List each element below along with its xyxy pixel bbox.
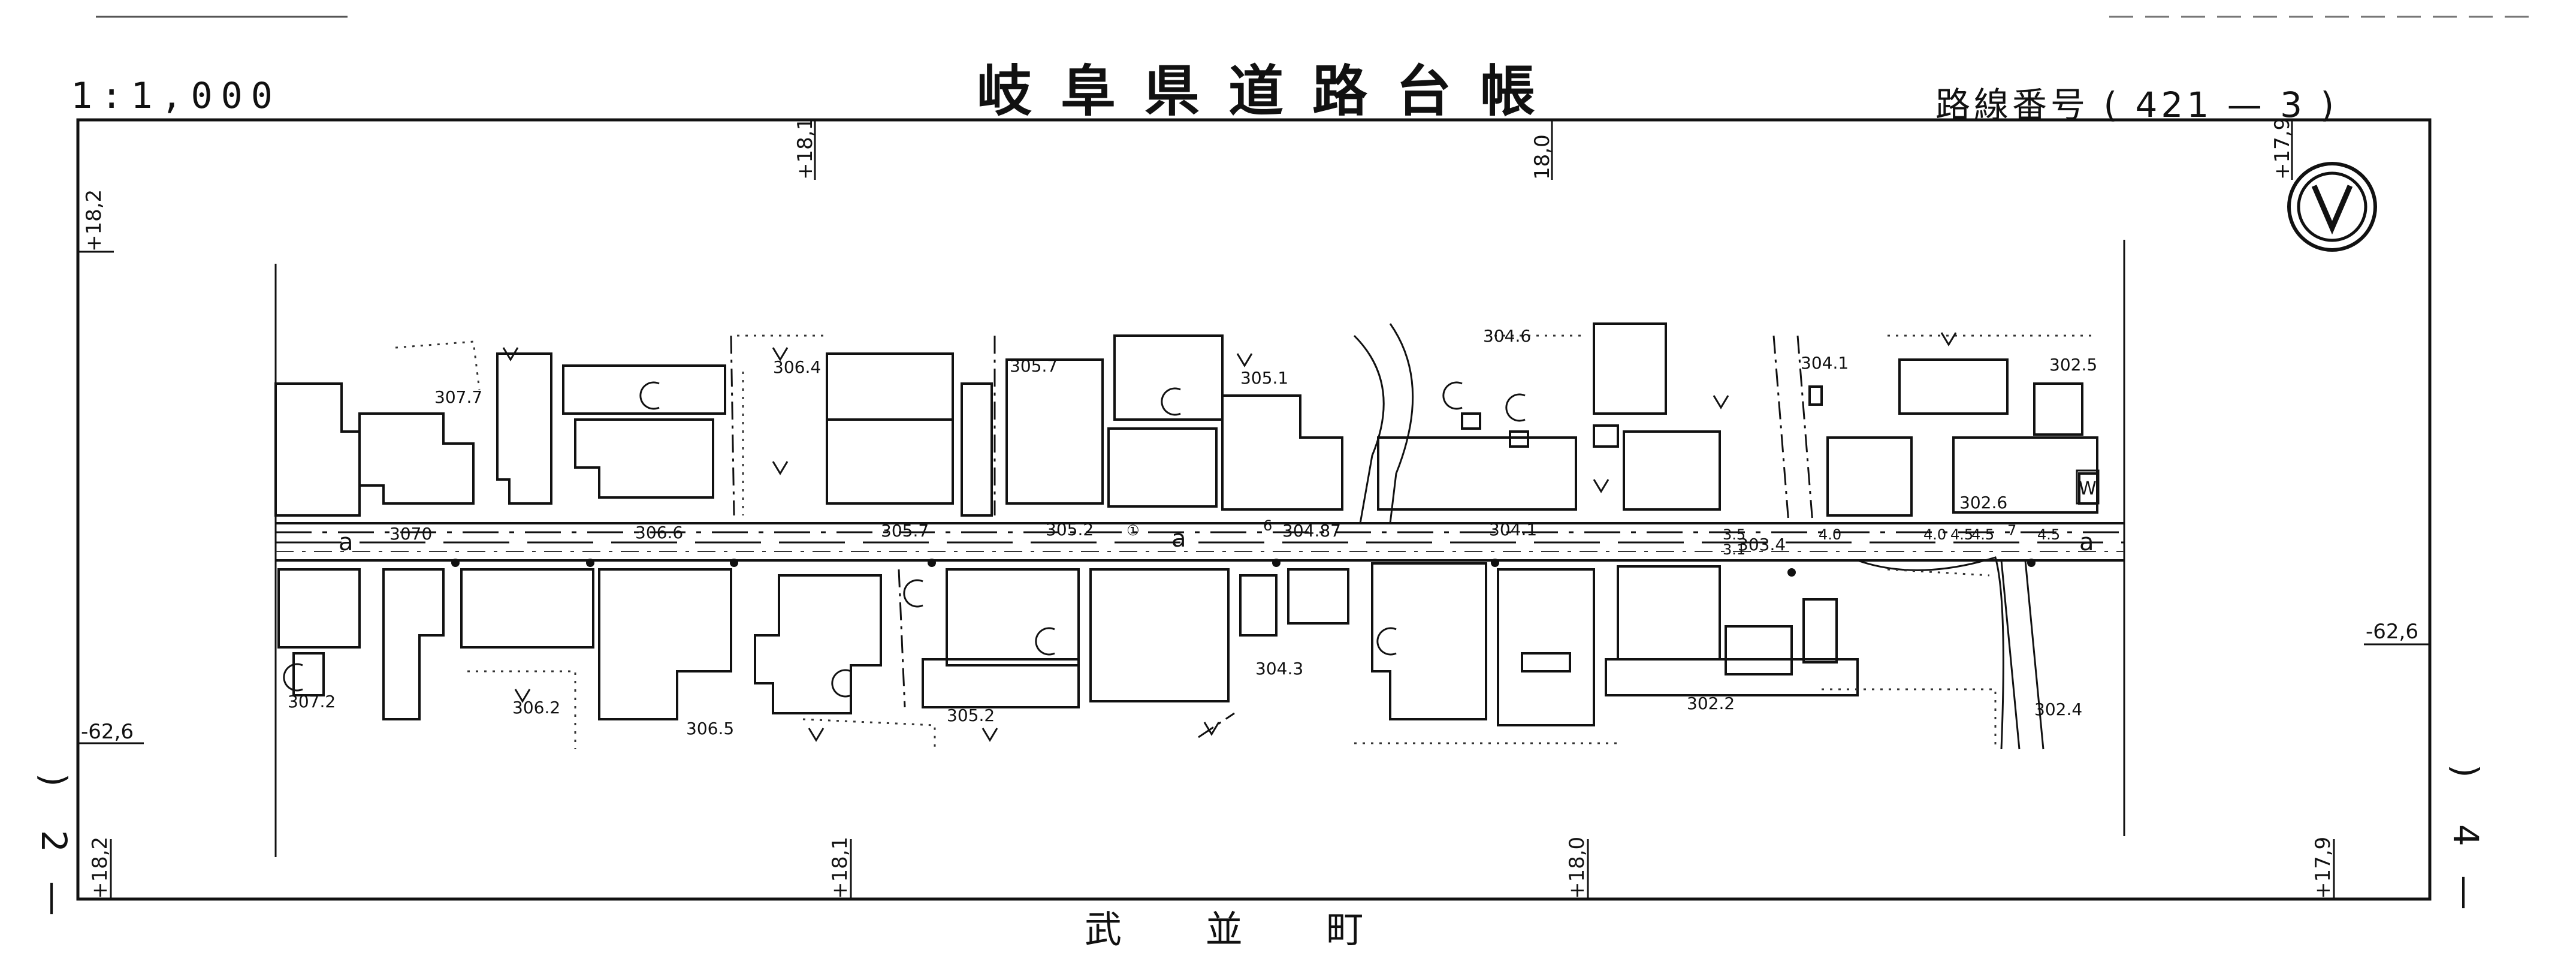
sheet-ref-right-num: 4 bbox=[2445, 824, 2486, 846]
map-frame bbox=[76, 118, 2432, 901]
elevation-label: 3070 bbox=[389, 524, 432, 544]
elevation-label: 304.87 bbox=[1282, 521, 1341, 541]
junction-road bbox=[1857, 556, 2004, 750]
elevation-label: 303.4 bbox=[1738, 535, 1786, 554]
elevation-label: 305.7 bbox=[1010, 356, 1058, 376]
grid-label-bottom: +18,0 bbox=[1565, 837, 1589, 899]
grid-label-bottom: +18,1 bbox=[828, 837, 852, 899]
water-facility: W bbox=[2076, 469, 2100, 505]
town-name: 武 並 町 bbox=[1085, 907, 1400, 951]
grid-label-top: 18,0 bbox=[1530, 134, 1554, 180]
buildings-north bbox=[274, 322, 2098, 517]
road-number: 4.0 bbox=[1819, 526, 1841, 543]
grid-label-bottom: +17,9 bbox=[2311, 837, 2335, 899]
grid-label-left-mid: -62,6 bbox=[81, 720, 134, 744]
elevation-label: 302.6 bbox=[1959, 493, 2007, 512]
road-mark: a bbox=[339, 529, 354, 556]
elevation-label: 305.1 bbox=[1240, 368, 1288, 388]
sheet-ref-right-dash: — bbox=[2445, 875, 2486, 910]
grid-label-left: +18,2 bbox=[82, 189, 106, 252]
route-close: ) bbox=[2320, 85, 2338, 125]
elevation-label: 305.2 bbox=[1046, 520, 1094, 539]
road-mark: a bbox=[1171, 525, 1186, 553]
elevations-road: 3070 306.6 305.7 305.2 304.87 304.1 303.… bbox=[389, 520, 1786, 554]
grid-label-bottom: +18,2 bbox=[88, 837, 112, 899]
elevation-label: 302.2 bbox=[1687, 693, 1735, 713]
sheet-ref-right-paren: ) bbox=[2445, 764, 2486, 778]
lot-lines bbox=[395, 334, 2097, 749]
road-number: 4.5 bbox=[1971, 526, 1994, 543]
sheet-ref-left-paren: ) bbox=[34, 773, 74, 787]
elevation-label: 307.2 bbox=[288, 692, 336, 711]
road-widths: ① 6 3.5 3.1 4.0 4.0 4.5 4.5 7 4.5 bbox=[1127, 517, 2060, 558]
road bbox=[276, 323, 2124, 750]
elevations-north: 307.7 306.4 305.7 305.1 304.6 304.1 302.… bbox=[434, 326, 2097, 512]
grid-ticks bbox=[78, 120, 2430, 899]
grid-label-top: +17,9 bbox=[2270, 117, 2294, 180]
elevation-label: 302.4 bbox=[2034, 699, 2082, 719]
elevation-label: 302.5 bbox=[2049, 355, 2097, 375]
road-number: 4.5 bbox=[1950, 526, 1973, 543]
road-number: 4.0 bbox=[1923, 526, 1946, 543]
elevations-south: 307.2 306.2 306.5 305.2 304.3 302.2 302.… bbox=[288, 659, 2082, 738]
boundary-lines bbox=[730, 335, 1235, 738]
route-open: ( bbox=[2103, 85, 2121, 125]
buildings-south bbox=[277, 562, 1859, 726]
road-number: 7 bbox=[2007, 522, 2016, 539]
sheet-ref-left-num: 2 bbox=[34, 830, 74, 852]
elevation-label: 304.1 bbox=[1801, 353, 1849, 373]
elevation-label: 305.2 bbox=[947, 705, 995, 725]
elevation-label: 306.4 bbox=[773, 357, 821, 377]
grid-label-top: +18,1 bbox=[793, 117, 817, 180]
road-mark: a bbox=[2079, 529, 2094, 556]
grid-label-right-mid: -62,6 bbox=[2366, 620, 2418, 644]
land-use-symbols bbox=[283, 332, 1957, 742]
map-title: 岐阜県道路台帳 bbox=[976, 59, 1564, 123]
utility-poles bbox=[451, 559, 2036, 577]
well-symbol: W bbox=[2079, 478, 2097, 499]
elevation-label: 304.3 bbox=[1255, 659, 1303, 678]
side-road-north-2 bbox=[1353, 323, 1414, 524]
elevation-label: 304.6 bbox=[1483, 326, 1531, 346]
grid-labels: +18,1 18,0 +17,9 +18,2 +18,1 +18,0 +17,9… bbox=[81, 117, 2418, 899]
road-number: 4.5 bbox=[2037, 526, 2060, 543]
road-number: 3.1 bbox=[1723, 541, 1745, 558]
map-scale: 1:1,000 bbox=[71, 75, 281, 117]
sheet-ref-left-dash: — bbox=[34, 881, 74, 916]
elevation-label: 306.5 bbox=[686, 719, 734, 738]
side-road-south bbox=[2000, 560, 2045, 750]
road-number: 6 bbox=[1263, 517, 1272, 534]
elevation-label: 305.7 bbox=[881, 521, 929, 541]
elevation-label: 306.6 bbox=[635, 523, 683, 542]
elevation-label: 304.1 bbox=[1489, 520, 1537, 539]
road-number: 3.5 bbox=[1723, 526, 1745, 543]
north-arrow-icon bbox=[2287, 162, 2377, 252]
elevation-label: 307.7 bbox=[434, 387, 482, 407]
elevation-label: 306.2 bbox=[512, 698, 560, 717]
sheet-refs: ) 2 — ) 4 — bbox=[34, 764, 2486, 916]
road-number: ① bbox=[1127, 522, 1140, 539]
road-marks: a a a bbox=[339, 525, 2094, 556]
side-road-north bbox=[1772, 335, 1814, 524]
